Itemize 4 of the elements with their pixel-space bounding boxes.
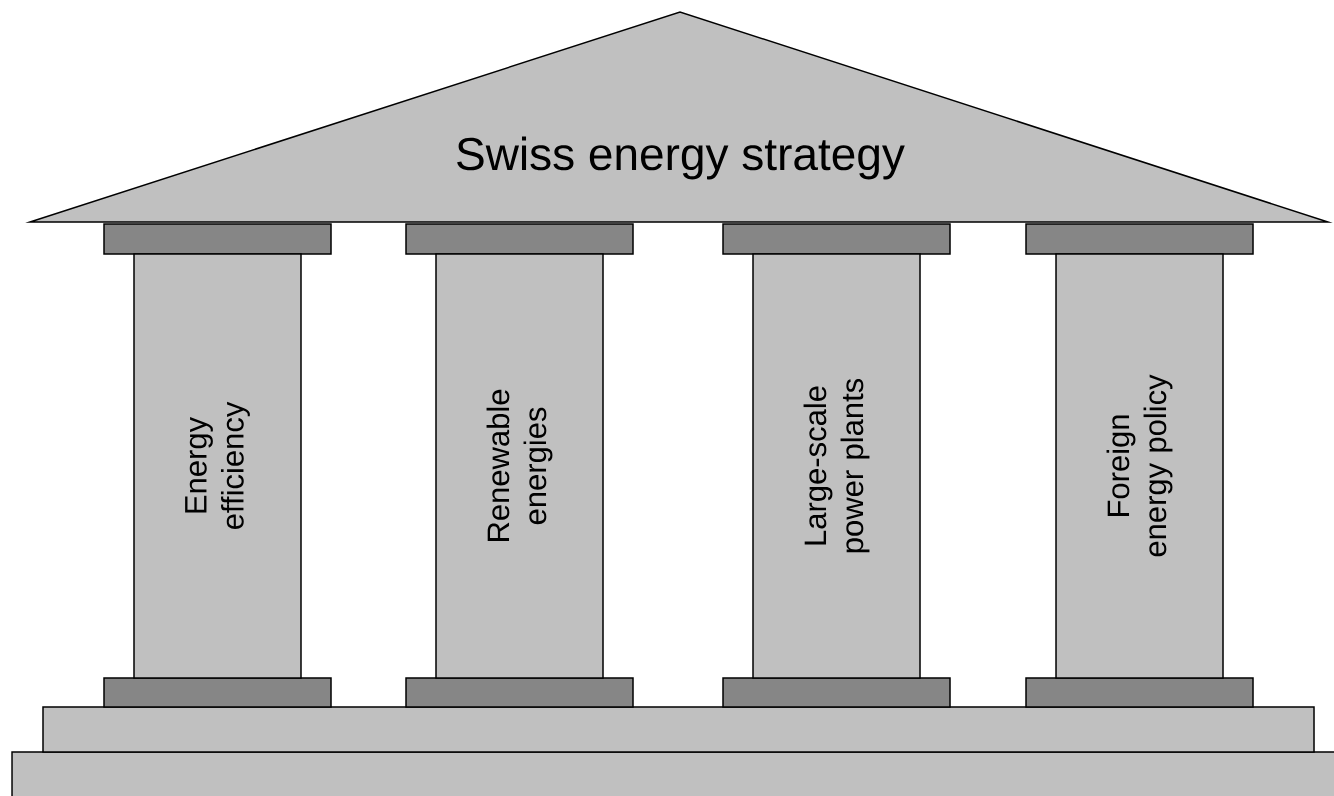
pillar: Foreign energy policy (1025, 223, 1254, 708)
pillar: Large-scale power plants (722, 223, 951, 708)
pillar: Energy efficiency (103, 223, 332, 708)
pillar: Renewable energies (405, 223, 634, 708)
